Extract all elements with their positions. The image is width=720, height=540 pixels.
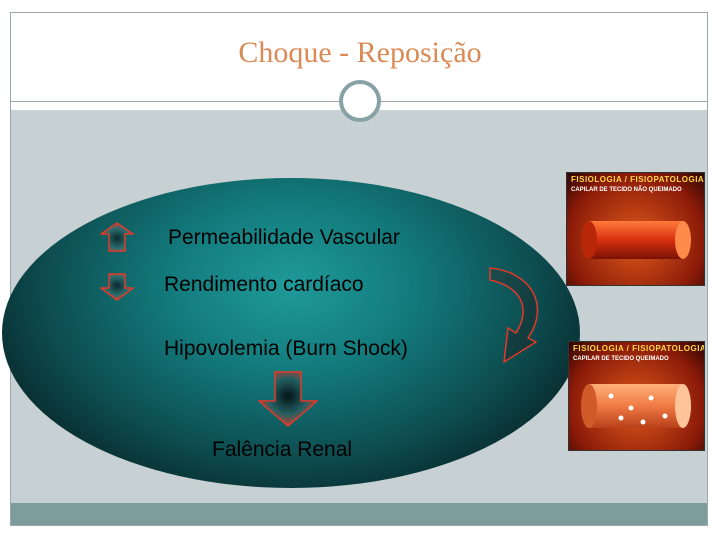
slide-title: Choque - Reposição [238, 36, 482, 69]
capillary-tube-icon [581, 384, 691, 428]
capillary-tube-icon [581, 221, 691, 259]
result-arrow-icon [258, 371, 318, 427]
slide-frame [10, 12, 708, 526]
increase-arrow-icon [100, 222, 134, 252]
cardiac-output-label: Rendimento cardíaco [164, 273, 364, 296]
ring-ornament-icon [339, 80, 381, 122]
image-header: FISIOLOGIA / FISIOPATOLOGIA [571, 175, 705, 184]
capillary-normal-image: FISIOLOGIA / FISIOPATOLOGIA CAPILAR DE T… [566, 172, 705, 286]
footer-bar [11, 503, 707, 525]
decrease-arrow-icon [100, 273, 134, 301]
transition-arrow-icon [489, 267, 539, 364]
central-ellipse [2, 178, 580, 488]
permeability-label: Permeabilidade Vascular [168, 226, 400, 249]
renal-failure-label: Falência Renal [212, 438, 353, 461]
image-header: FISIOLOGIA / FISIOPATOLOGIA [573, 344, 705, 353]
hypovolemia-label: Hipovolemia (Burn Shock) [164, 337, 408, 360]
capillary-burned-image: FISIOLOGIA / FISIOPATOLOGIA CAPILAR DE T… [568, 341, 705, 451]
image-caption: CAPILAR DE TECIDO QUEIMADO [573, 356, 669, 362]
image-caption: CAPILAR DE TECIDO NÃO QUEIMADO [571, 187, 682, 193]
